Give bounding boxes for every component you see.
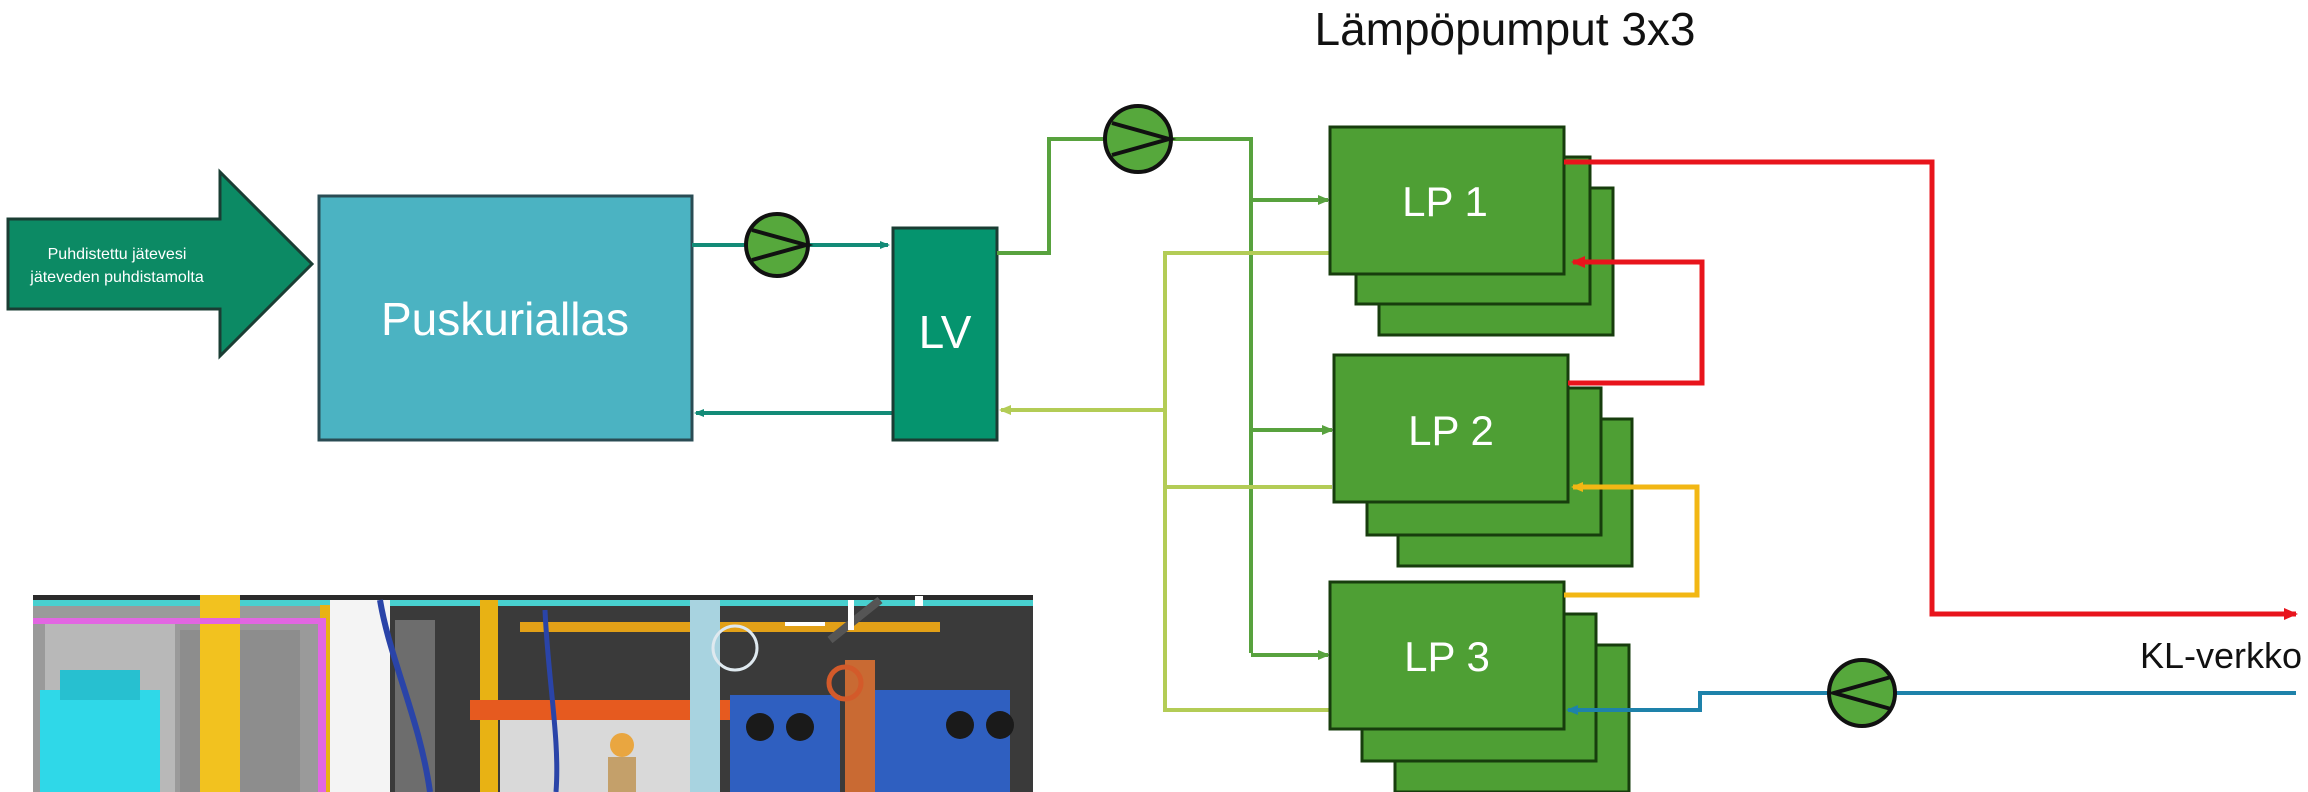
heat-pump-3-label: LP 3 [1404, 633, 1490, 680]
heat-pump-stack-2: LP 2 [1332, 353, 1634, 568]
buffer-tank: Puskuriallas [317, 194, 694, 442]
heat-pump-2-label: LP 2 [1408, 407, 1494, 454]
heat-pump-stack-1: LP 1 [1328, 125, 1615, 337]
return-lines [999, 251, 1332, 712]
network-return-line [1566, 691, 2296, 715]
heat-exchanger-lv: LV [891, 226, 999, 442]
heat-pump-stack-3: LP 3 [1328, 580, 1631, 792]
pump-3-icon [1826, 658, 1897, 728]
supply-lines [997, 137, 1334, 660]
plant-3d-model-image [33, 595, 1033, 792]
hot-side-lines [1564, 159, 2298, 620]
pump-2-icon [1103, 104, 1177, 174]
diagram-title: Lämpöpumput 3x3 [1314, 3, 1695, 55]
buffer-tank-label: Puskuriallas [381, 293, 629, 345]
heat-pump-1-label: LP 1 [1402, 178, 1488, 225]
inflow-label-line1: Puhdistettu jätevesi [48, 246, 187, 263]
network-label: KL-verkko [2140, 635, 2302, 676]
pump-1-icon [744, 212, 814, 278]
inflow-label-line2: jäteveden puhdistamolta [29, 269, 204, 286]
heat-exchanger-label: LV [919, 306, 972, 358]
yellow-series-line [1564, 482, 1700, 598]
inflow-arrow: Puhdistettu jätevesi jäteveden puhdistam… [6, 168, 315, 360]
